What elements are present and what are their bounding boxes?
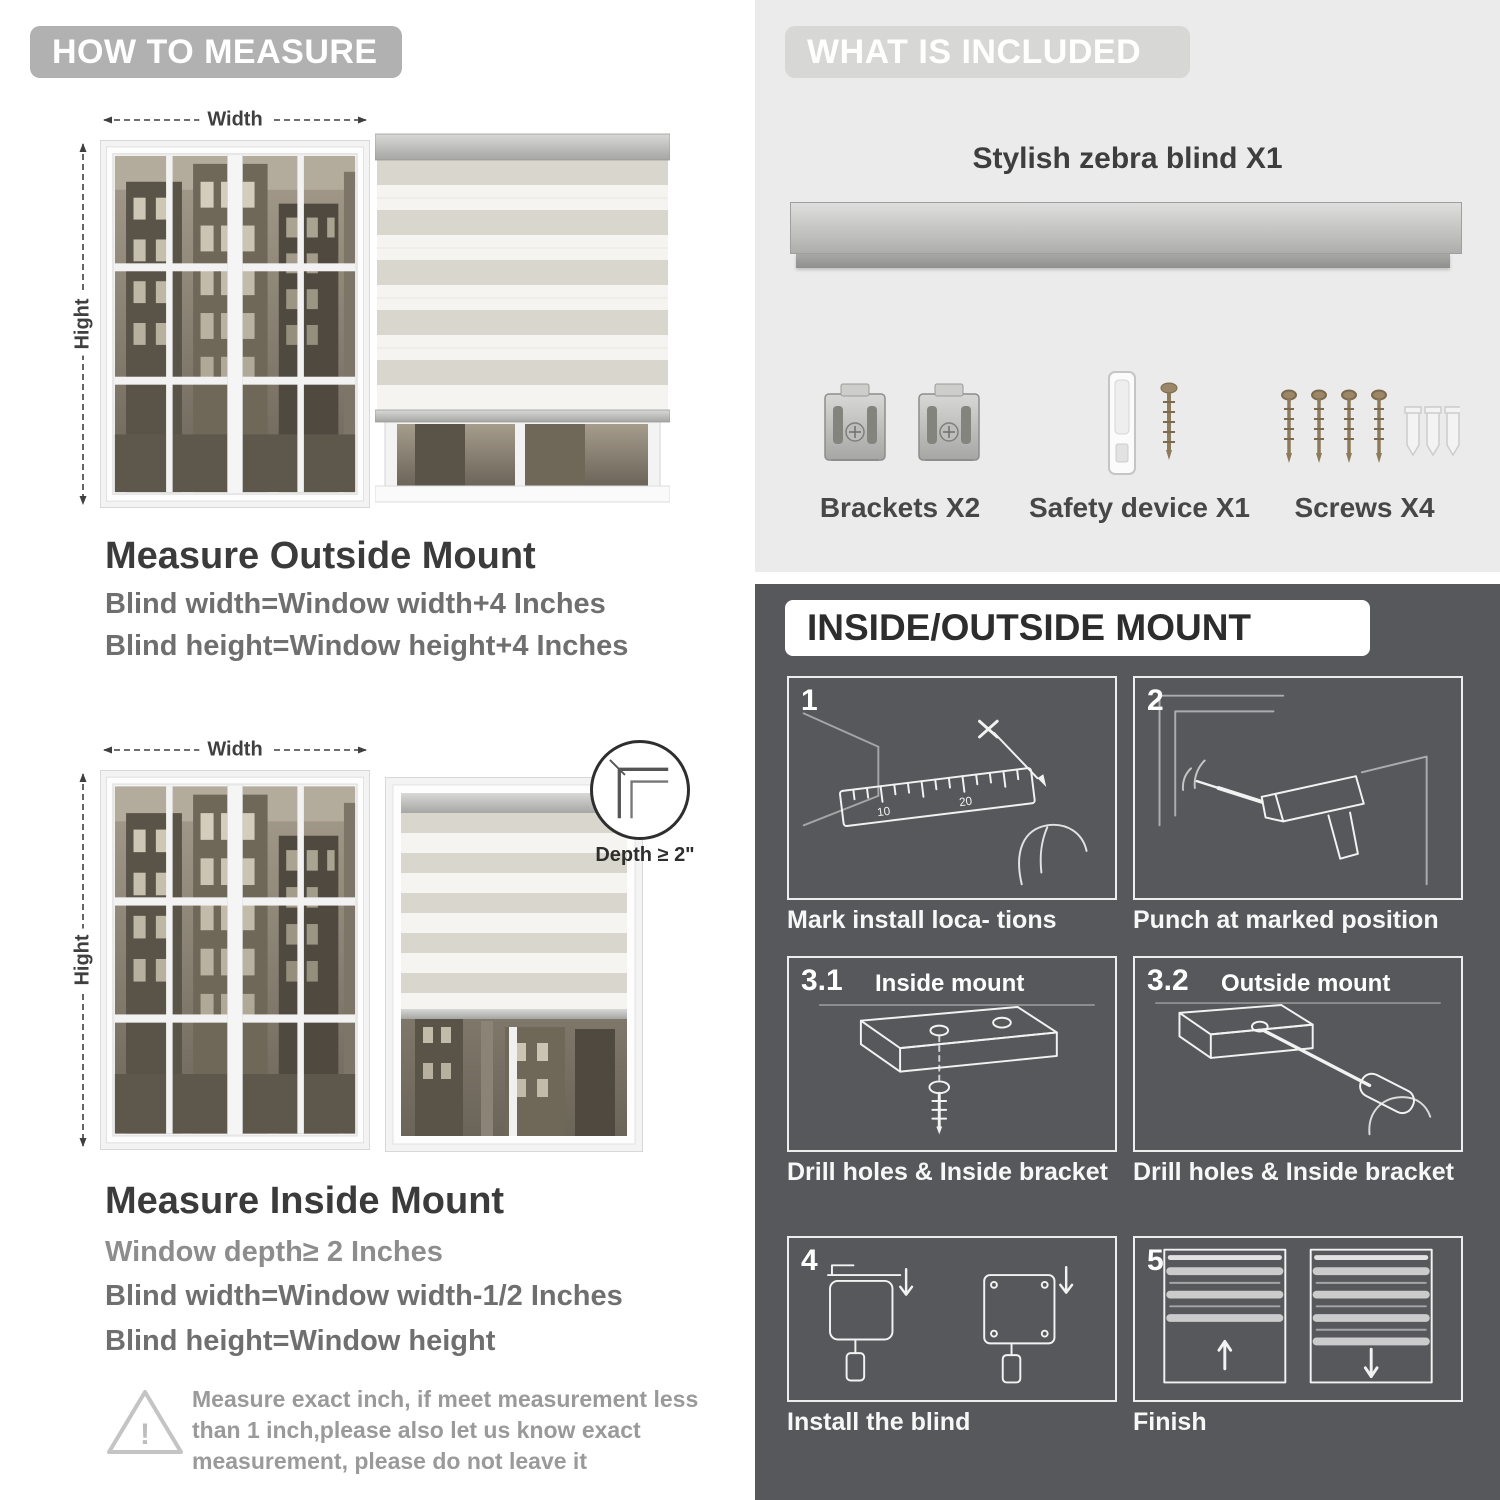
window-corner-detail-icon [609,759,669,819]
step-number: 3.2 [1147,964,1189,997]
window-illustration [100,140,370,508]
outside-mount-title: Measure Outside Mount [105,535,536,577]
step-5-caption: Finish [1133,1408,1207,1436]
width-label: Width [199,108,271,132]
zebra-blind-illustration [375,133,670,503]
inside-width-formula: Blind width=Window width-1/2 Inches [105,1280,623,1312]
install-blind-illustration [827,1264,1074,1384]
brackets-label: Brackets X2 [819,492,981,523]
how-to-measure-header: HOW TO MEASURE [30,26,402,78]
step-number: 3.1 [801,964,843,997]
what-is-included-header: WHAT IS INCLUDED [785,26,1190,78]
warning-triangle-icon: ! [107,1390,183,1454]
screws-label: Screws X4 [1294,492,1435,523]
mount-instructions-section: INSIDE/OUTSIDE MOUNT 1 10 20 [755,584,1500,1500]
step-number: 1 [801,684,818,717]
brackets-icon [824,383,980,461]
depth-label: Depth ≥ 2" [595,844,695,866]
step-4-caption: Install the blind [787,1408,971,1436]
inside-mount-title: Measure Inside Mount [105,1180,505,1222]
note-line: measurement, please do not leave it [192,1448,587,1474]
mount-header: INSIDE/OUTSIDE MOUNT [785,600,1370,656]
height-dimension: Hight [71,140,95,508]
height-label: Hight [71,292,95,356]
screws-icon [1281,389,1460,463]
step-5-panel: 5 [1133,1236,1463,1402]
what-is-included-section: WHAT IS INCLUDED Stylish zebra blind X1 [755,0,1500,572]
step-3-2-panel: 3.2 Outside mount [1133,956,1463,1152]
step-2-panel: 2 [1133,676,1463,900]
inside-mount-figure: Width Hight [45,722,725,1172]
zebra-blind-label: Stylish zebra blind X1 [972,142,1283,175]
outside-bracket-illustration [1154,1002,1442,1136]
step-3-1-panel: 3.1 Inside mount [787,956,1117,1152]
finish-illustration [1163,1248,1433,1384]
svg-text:10: 10 [876,805,891,820]
width-dimension: Width [100,738,370,762]
step-3-1-caption: Drill holes & Inside bracket [787,1158,1108,1186]
step-1-caption: Mark install loca- tions [787,906,1057,934]
step-1-panel: 1 10 20 [787,676,1117,900]
width-dimension: Width [100,108,370,132]
svg-text:20: 20 [958,795,973,810]
note-line: Measure exact inch, if meet measurement … [192,1386,699,1412]
inside-depth-rule: Window depth≥ 2 Inches [105,1236,443,1268]
measure-note: Measure exact inch, if meet measurement … [192,1384,698,1477]
headrail-lip [796,254,1450,268]
depth-detail-circle [590,740,690,840]
window-illustration [100,770,370,1150]
inside-height-formula: Blind height=Window height [105,1325,496,1357]
height-label: Hight [71,928,95,992]
outside-mount-sublabel: Outside mount [1221,970,1391,997]
outside-height-formula: Blind height=Window height+4 Inches [105,630,629,662]
width-label: Width [199,738,271,762]
step-4-panel: 4 [787,1236,1117,1402]
inside-mount-sublabel: Inside mount [875,970,1025,997]
safety-device-icon [1108,371,1178,475]
how-to-measure-section: HOW TO MEASURE Width Hight [30,26,725,1477]
outside-mount-figure: Width Hight [45,100,705,525]
height-dimension: Hight [71,770,95,1150]
note-line: than 1 inch,please also let us know exac… [192,1417,641,1443]
inside-bracket-illustration [818,1004,1096,1135]
mark-locations-illustration: 10 20 [802,712,1088,886]
svg-text:!: ! [140,1418,150,1451]
zebra-blind-bar [790,202,1462,268]
inside-mount-blind-illustration [385,777,643,1152]
step-3-2-caption: Drill holes & Inside bracket [1133,1158,1454,1186]
safety-device-label: Safety device X1 [1028,492,1251,523]
headrail-front [790,202,1462,254]
step-number: 5 [1147,1244,1164,1277]
drill-illustration [1158,694,1428,886]
step-2-caption: Punch at marked position [1133,906,1439,934]
step-number: 4 [801,1244,818,1277]
step-number: 2 [1147,684,1164,717]
outside-width-formula: Blind width=Window width+4 Inches [105,588,606,620]
